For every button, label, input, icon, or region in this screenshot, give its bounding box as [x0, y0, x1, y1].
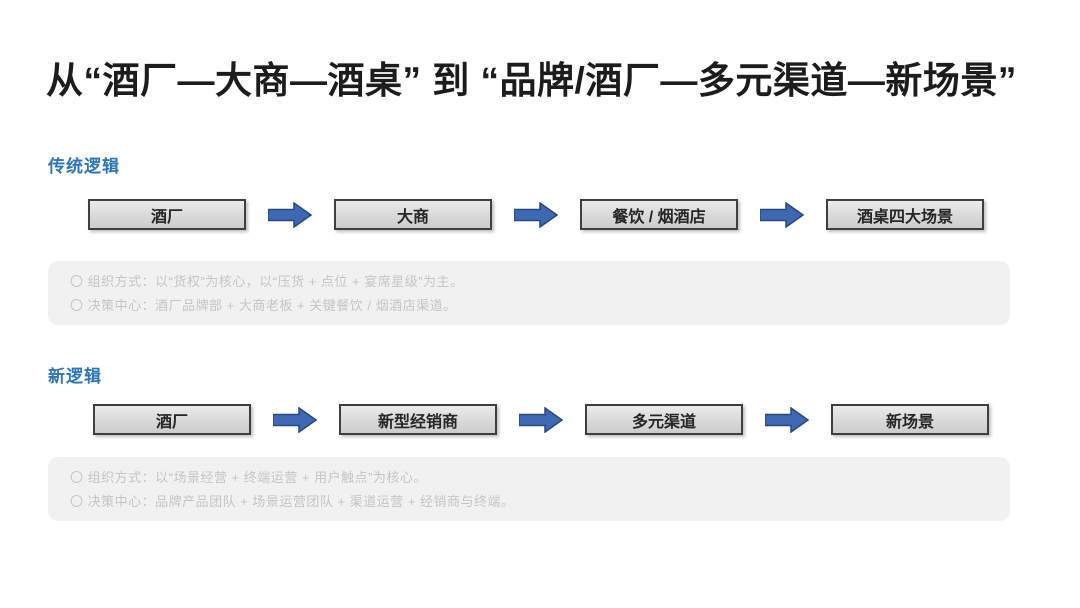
flow-box-label: 酒厂 [150, 208, 183, 226]
flow-box-label: 酒厂 [155, 413, 188, 431]
flow-box-big-distributor: 大商 [334, 199, 492, 230]
flow-box-multi-channel: 多元渠道 [585, 404, 743, 435]
right-arrow-icon [519, 406, 563, 433]
flow-box-label: 新场景 [885, 413, 934, 431]
flow-row-new: 酒厂 新型经销商 多元渠道 新场景 [93, 404, 989, 435]
flow-box-label: 多元渠道 [631, 413, 696, 431]
flow-box-label: 大商 [396, 208, 429, 226]
flow-box-factory: 酒厂 [93, 404, 251, 435]
note-panel-traditional: 〇 组织方式：以“货权”为核心，以“压货 + 点位 + 宴席星级”为主。 〇 决… [48, 261, 1010, 325]
section-label-new: 新逻辑 [48, 367, 102, 386]
flow-box-label: 餐饮 / 烟酒店 [612, 208, 706, 226]
note-line-decision: 〇 决策中心：品牌产品团队 + 场景运营团队 + 渠道运营 + 经销商与终端。 [70, 494, 515, 509]
flow-box-factory: 酒厂 [88, 199, 246, 230]
note-line-organization: 〇 组织方式：以“场景经营 + 终端运营 + 用户触点”为核心。 [70, 470, 427, 485]
flow-box-new-distributor: 新型经销商 [339, 404, 497, 435]
section-label-traditional: 传统逻辑 [48, 157, 120, 176]
right-arrow-icon [514, 201, 558, 228]
note-panel-new: 〇 组织方式：以“场景经营 + 终端运营 + 用户触点”为核心。 〇 决策中心：… [48, 457, 1010, 521]
right-arrow-icon [268, 201, 312, 228]
flow-box-label: 新型经销商 [377, 413, 458, 431]
flow-box-label: 酒桌四大场景 [856, 208, 953, 226]
right-arrow-icon [765, 406, 809, 433]
flow-row-traditional: 酒厂 大商 餐饮 / 烟酒店 酒桌四大场景 [88, 199, 984, 230]
page-title: 从“酒厂—大商—酒桌” 到 “品牌/酒厂—多元渠道—新场景” [46, 60, 1017, 101]
right-arrow-icon [273, 406, 317, 433]
right-arrow-icon [760, 201, 804, 228]
flow-box-catering-tobacco-shop: 餐饮 / 烟酒店 [580, 199, 738, 230]
flow-box-new-scene: 新场景 [831, 404, 989, 435]
flow-box-banquet-scenes: 酒桌四大场景 [826, 199, 984, 230]
note-line-decision: 〇 决策中心：酒厂品牌部 + 大商老板 + 关键餐饮 / 烟酒店渠道。 [70, 298, 457, 313]
note-line-organization: 〇 组织方式：以“货权”为核心，以“压货 + 点位 + 宴席星级”为主。 [70, 274, 464, 289]
